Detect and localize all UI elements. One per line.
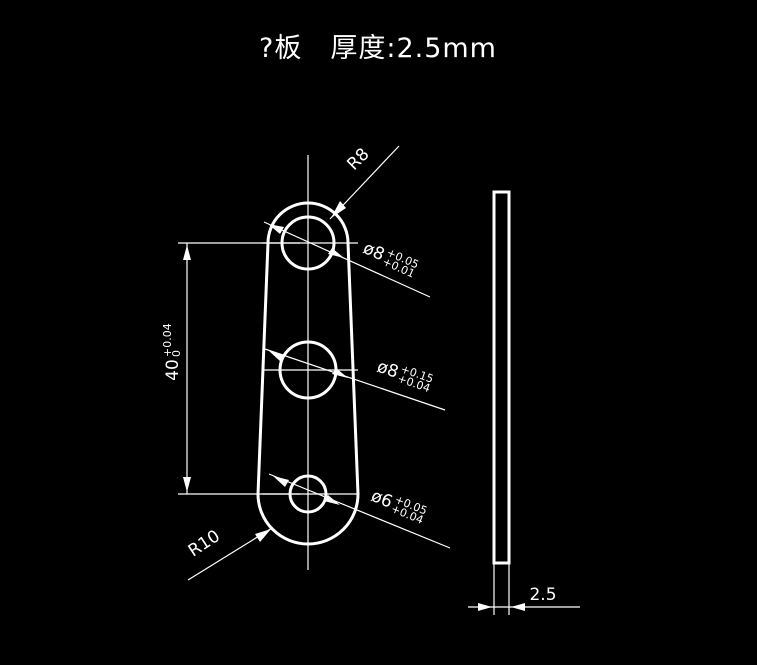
radius-bottom-value: R10	[185, 526, 224, 561]
hole-top-dimension-label: ø8 +0.05 +0.01	[360, 238, 421, 280]
hole-bottom-dimension-label: ø6 +0.05 +0.04	[368, 486, 429, 527]
vertical-dimension-40	[178, 242, 300, 495]
vertical-dimension-tol-upper: +0.04	[161, 323, 174, 357]
radius-top-leader	[329, 145, 400, 220]
side-view-outline	[492, 190, 511, 565]
hole-top-dimension-leader	[263, 221, 431, 298]
vertical-dimension-40-label: 40 +0.04 0	[161, 323, 183, 381]
drawing-title: ?板 厚度:2.5mm	[259, 33, 497, 64]
radius-top-label: R8	[343, 144, 373, 174]
front-view-outline	[256, 201, 360, 546]
hole-bottom-dimension-leader	[268, 473, 451, 549]
vertical-dimension-value: 40	[163, 359, 183, 381]
radius-bottom-leader	[187, 527, 273, 581]
radius-bottom-label: R10	[185, 526, 224, 561]
vertical-dimension-tol-lower: 0	[170, 350, 183, 357]
hole-middle-dimension-leader	[264, 348, 446, 411]
thickness-value: 2.5	[529, 585, 556, 605]
radius-top-value: R8	[343, 144, 373, 174]
thickness-dimension	[468, 563, 580, 615]
